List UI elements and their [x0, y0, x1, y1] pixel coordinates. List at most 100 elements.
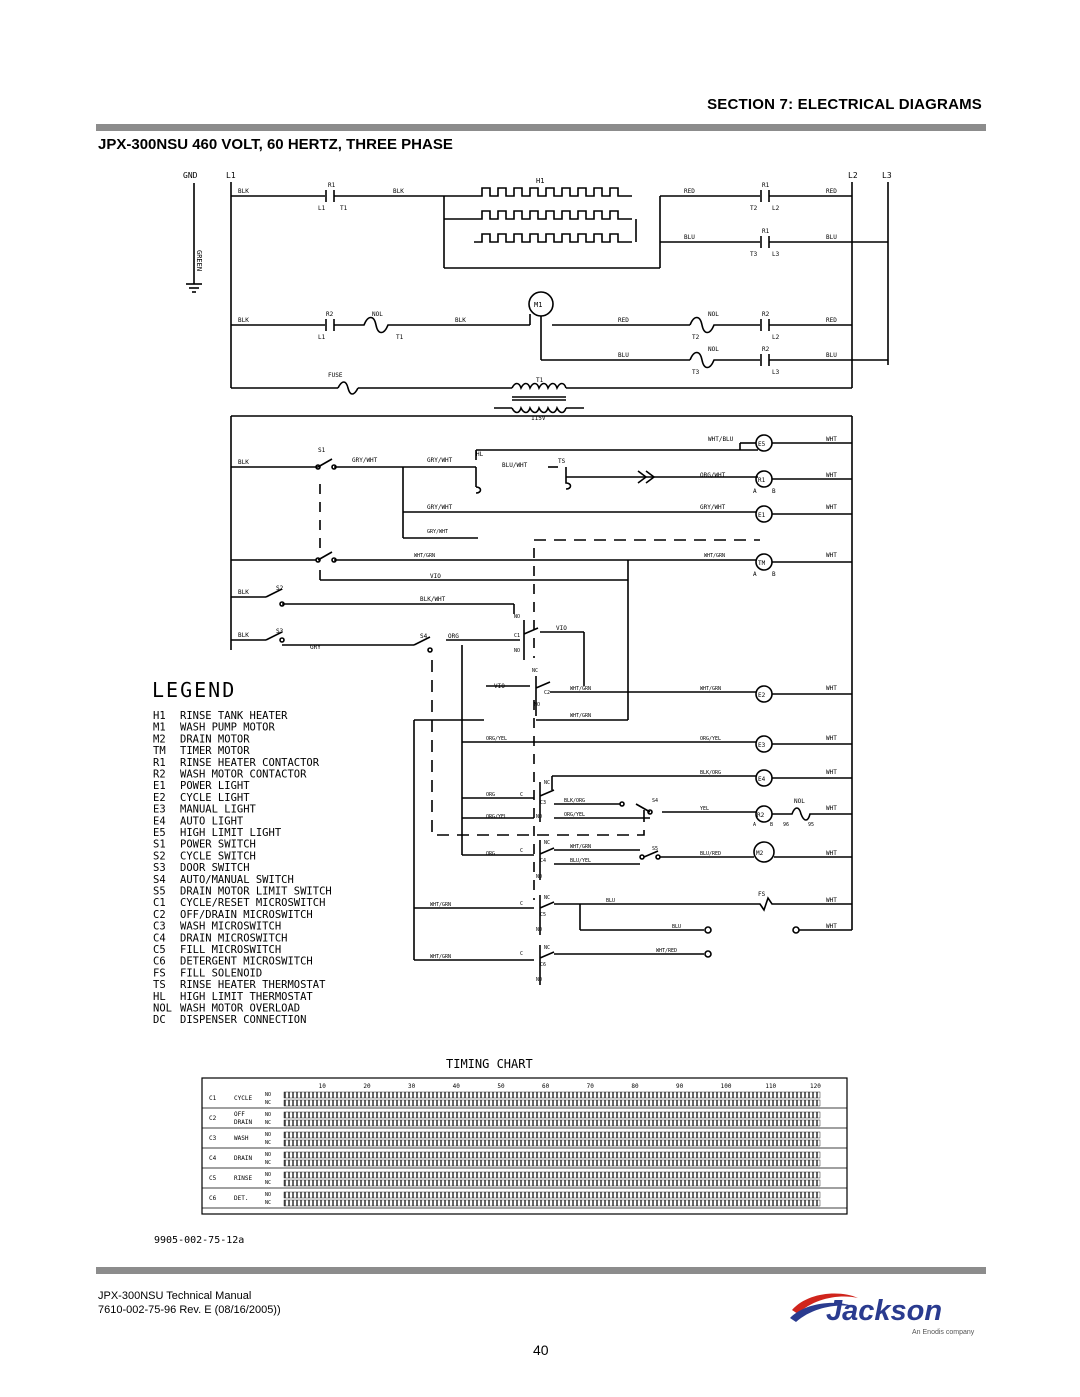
footer-text: JPX-300NSU Technical Manual 7610-002-75-… [98, 1289, 281, 1317]
legend-description: POWER SWITCH [180, 839, 256, 851]
legend-code: NOL [153, 1003, 172, 1015]
legend-code: S5 [153, 886, 166, 898]
svg-text:NOL: NOL [794, 798, 805, 805]
legend-description: RINSE HEATER CONTACTOR [180, 757, 320, 769]
timing-state-label: NC [265, 1160, 271, 1166]
svg-text:L3: L3 [772, 369, 780, 376]
svg-text:RED: RED [826, 188, 837, 195]
svg-text:T2: T2 [692, 334, 700, 341]
l3-terminal-label: L3 [882, 171, 892, 180]
timing-state-label: NO [265, 1132, 271, 1138]
transformer-voltage: 115V [531, 415, 546, 422]
timing-tick-label: 90 [676, 1083, 684, 1090]
svg-text:96: 96 [783, 822, 789, 828]
svg-text:VIO: VIO [430, 573, 441, 580]
svg-text:R1: R1 [762, 228, 770, 235]
legend-description: CYCLE SWITCH [180, 850, 256, 862]
svg-text:BLU: BLU [618, 352, 629, 359]
legend-code: S3 [153, 862, 166, 874]
svg-text:BLU/RED: BLU/RED [700, 851, 721, 857]
svg-text:BLU/YEL: BLU/YEL [570, 858, 591, 864]
svg-text:NC: NC [544, 895, 550, 901]
svg-text:L2: L2 [772, 205, 780, 212]
svg-text:R2: R2 [762, 346, 770, 353]
svg-text:BLK/WHT: BLK/WHT [420, 596, 446, 603]
svg-text:BLK/ORG: BLK/ORG [700, 770, 721, 776]
svg-text:NC: NC [544, 840, 550, 846]
legend-code: E2 [153, 792, 166, 804]
legend-description: AUTO/MANUAL SWITCH [180, 874, 294, 886]
svg-text:NO: NO [536, 874, 542, 880]
legend-description: RINSE HEATER THERMOSTAT [180, 979, 326, 991]
svg-text:BLU/WHT: BLU/WHT [502, 462, 528, 469]
legend-code: S1 [153, 839, 166, 851]
svg-text:ORG/YEL: ORG/YEL [700, 736, 721, 742]
legend-code: C4 [153, 932, 166, 944]
svg-text:GRY/WHT: GRY/WHT [427, 457, 453, 464]
timing-tick-label: 30 [408, 1083, 416, 1090]
gnd-terminal-label: GND [183, 171, 198, 180]
svg-text:T2: T2 [750, 205, 758, 212]
svg-text:Jackson: Jackson [826, 1295, 942, 1327]
svg-text:RED: RED [618, 317, 629, 324]
legend-description: CYCLE LIGHT [180, 792, 250, 804]
page-number: 40 [533, 1342, 549, 1358]
svg-text:BLU: BLU [826, 352, 837, 359]
svg-text:E4: E4 [758, 776, 766, 783]
svg-text:ORG: ORG [486, 792, 495, 798]
svg-text:C3: C3 [540, 800, 546, 806]
svg-text:NO: NO [534, 702, 540, 708]
legend-code: E5 [153, 827, 166, 839]
svg-text:L1: L1 [318, 334, 326, 341]
manual-title: JPX-300NSU Technical Manual [98, 1290, 252, 1302]
svg-text:L1: L1 [318, 205, 326, 212]
svg-text:A: A [753, 571, 757, 578]
bottom-divider [96, 1267, 986, 1274]
svg-text:L3: L3 [772, 251, 780, 258]
drain-motor-symbol [753, 841, 775, 863]
svg-text:E5: E5 [758, 441, 766, 448]
svg-text:T1: T1 [340, 205, 348, 212]
svg-text:ORG/YEL: ORG/YEL [486, 814, 507, 820]
legend-code: C6 [153, 956, 166, 968]
svg-text:BLU: BLU [826, 234, 837, 241]
svg-text:BLK: BLK [238, 459, 249, 466]
svg-text:NO: NO [514, 614, 520, 620]
svg-text:A: A [753, 822, 756, 828]
control-circuit: BLK S1 GRY/WHT GRY/WHT HL BLU/WHT TS WHT… [230, 415, 853, 985]
timing-tick-label: 10 [319, 1083, 327, 1090]
svg-text:B: B [772, 488, 776, 495]
legend-description: HIGH LIMIT LIGHT [180, 827, 282, 839]
svg-text:GRY/WHT: GRY/WHT [427, 504, 453, 511]
timing-state-label: NO [265, 1092, 271, 1098]
transformer-label: T1 [536, 377, 544, 384]
legend-description: DETERGENT MICROSWITCH [180, 956, 313, 968]
timing-state-label: NC [265, 1180, 271, 1186]
timing-row-name: WASH [234, 1135, 249, 1142]
svg-text:YEL: YEL [700, 806, 709, 812]
fuse-label: FUSE [328, 372, 343, 379]
svg-text:RED: RED [684, 188, 695, 195]
svg-text:NO: NO [536, 814, 542, 820]
timing-row-code: C3 [209, 1135, 217, 1142]
legend-description: WASH PUMP MOTOR [180, 722, 276, 734]
svg-text:ORG/YEL: ORG/YEL [564, 812, 585, 818]
legend-title: LEGEND [152, 678, 236, 702]
svg-text:E1: E1 [758, 512, 766, 519]
svg-text:WHT: WHT [826, 735, 837, 742]
svg-text:T1: T1 [396, 334, 404, 341]
manual-revision: 7610-002-75-96 Rev. E (08/16/2005)) [98, 1304, 281, 1316]
legend-code: E3 [153, 804, 166, 816]
timing-state-label: NC [265, 1100, 271, 1106]
svg-text:BLK: BLK [393, 188, 404, 195]
svg-text:WHT: WHT [826, 805, 837, 812]
svg-text:T3: T3 [692, 369, 700, 376]
svg-text:RED: RED [826, 317, 837, 324]
svg-text:WHT: WHT [826, 472, 837, 479]
svg-text:GRY/WHT: GRY/WHT [700, 504, 726, 511]
svg-text:WHT: WHT [826, 552, 837, 559]
l1-terminal-label: L1 [226, 171, 236, 180]
